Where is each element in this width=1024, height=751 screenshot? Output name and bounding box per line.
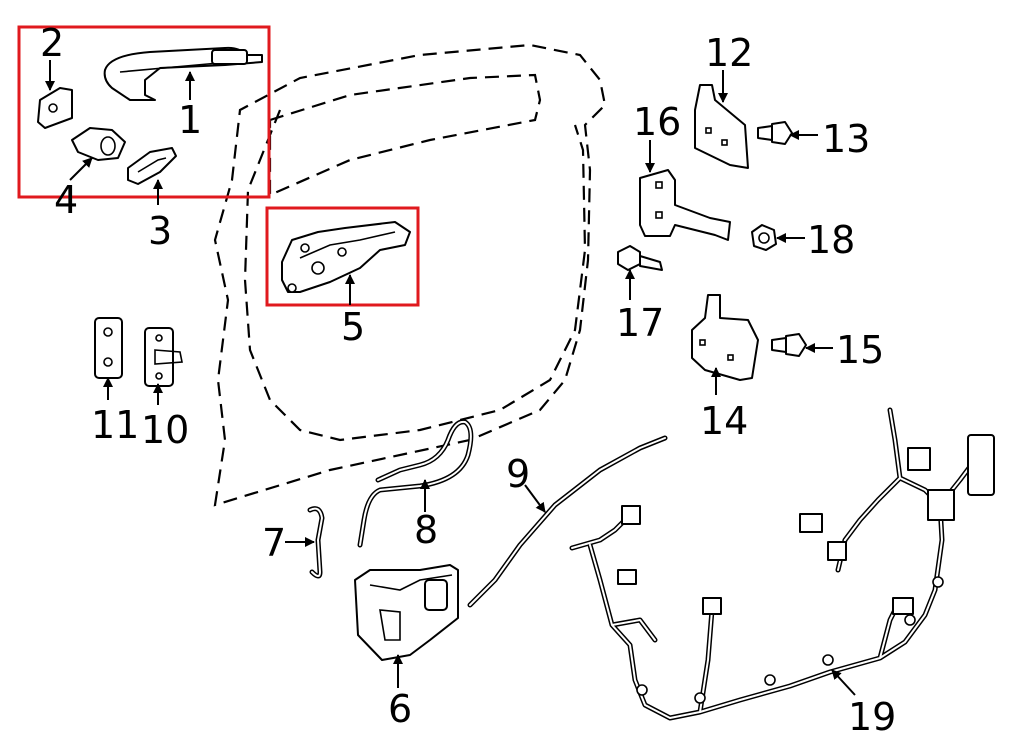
door-outline (213, 43, 607, 507)
hinge-bracket-part (694, 84, 749, 169)
highlight-box-handle-group (17, 25, 271, 199)
nut-18-part (751, 224, 777, 251)
callout-19: 19 (848, 695, 896, 739)
callout-15: 15 (836, 328, 884, 372)
lower-hinge-part (691, 294, 759, 381)
callout-2: 2 (40, 21, 64, 65)
callout-9: 9 (506, 452, 530, 496)
bolt-17-part (617, 245, 663, 271)
callout-12: 12 (705, 31, 753, 75)
release-cable-part (357, 419, 474, 548)
callout-8: 8 (414, 508, 438, 552)
callout-6: 6 (388, 687, 412, 731)
callout-7: 7 (262, 521, 286, 565)
door-striker-part (144, 327, 183, 387)
handle-bracket-part (281, 221, 411, 293)
callout-5: 5 (341, 305, 365, 349)
door-latch-part (354, 564, 459, 661)
callout-1: 1 (178, 98, 202, 142)
callout-13: 13 (822, 117, 870, 161)
door-check-part (639, 169, 731, 241)
outside-handle-part (103, 46, 263, 101)
callout-3: 3 (148, 209, 172, 253)
lock-cylinder-part (71, 127, 126, 161)
lock-rod-part (467, 435, 668, 608)
callout-17: 17 (616, 301, 664, 345)
bolt-15-part (771, 333, 807, 357)
callout-4: 4 (54, 178, 78, 222)
handle-gasket-part (127, 147, 177, 185)
striker-plate-part (94, 317, 123, 379)
callout-11: 11 (91, 403, 139, 447)
wiring-harness-part (569, 407, 995, 721)
leader-arrows (45, 60, 856, 696)
highlight-box-handle-bracket (265, 206, 420, 307)
bolt-13-part (757, 121, 793, 145)
callout-14: 14 (700, 399, 748, 443)
callout-18: 18 (807, 218, 855, 262)
callout-16: 16 (633, 100, 681, 144)
callout-10: 10 (141, 408, 189, 452)
